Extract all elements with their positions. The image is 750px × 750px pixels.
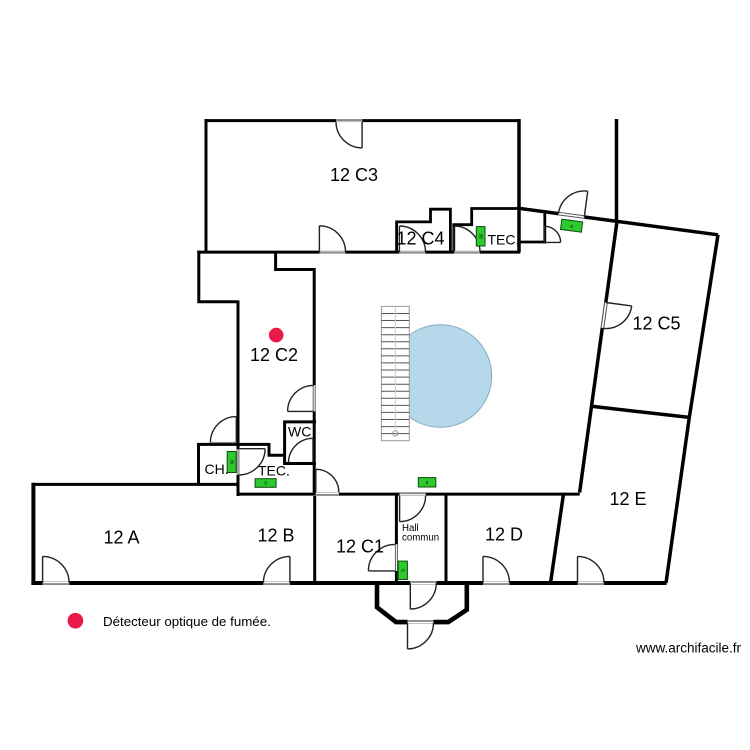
svg-text:Hall: Hall	[402, 523, 419, 534]
svg-text:12 C5: 12 C5	[633, 313, 681, 333]
svg-text:sc: sc	[229, 459, 235, 465]
svg-text:WC: WC	[288, 424, 311, 440]
svg-text:sc: sc	[478, 233, 484, 239]
svg-text:s: s	[400, 569, 406, 572]
svg-text:www.archifacile.fr: www.archifacile.fr	[635, 641, 742, 656]
svg-text:s: s	[570, 223, 574, 229]
svg-text:CH.: CH.	[205, 461, 229, 477]
svg-text:12 D: 12 D	[485, 525, 523, 545]
svg-text:12 B: 12 B	[258, 526, 295, 546]
svg-text:s: s	[264, 481, 267, 487]
svg-text:Détecteur optique de fumée.: Détecteur optique de fumée.	[103, 614, 271, 629]
svg-text:12 E: 12 E	[610, 489, 647, 509]
svg-text:12 C3: 12 C3	[330, 165, 378, 185]
svg-text:TEC.: TEC.	[258, 463, 290, 479]
svg-text:TEC.: TEC.	[488, 232, 520, 248]
svg-text:s: s	[426, 480, 429, 486]
svg-text:12 C1: 12 C1	[336, 537, 384, 557]
svg-text:12 C2: 12 C2	[250, 345, 298, 365]
svg-text:12 C4: 12 C4	[397, 229, 445, 249]
svg-text:commun: commun	[402, 533, 439, 544]
svg-text:12 A: 12 A	[104, 528, 140, 548]
